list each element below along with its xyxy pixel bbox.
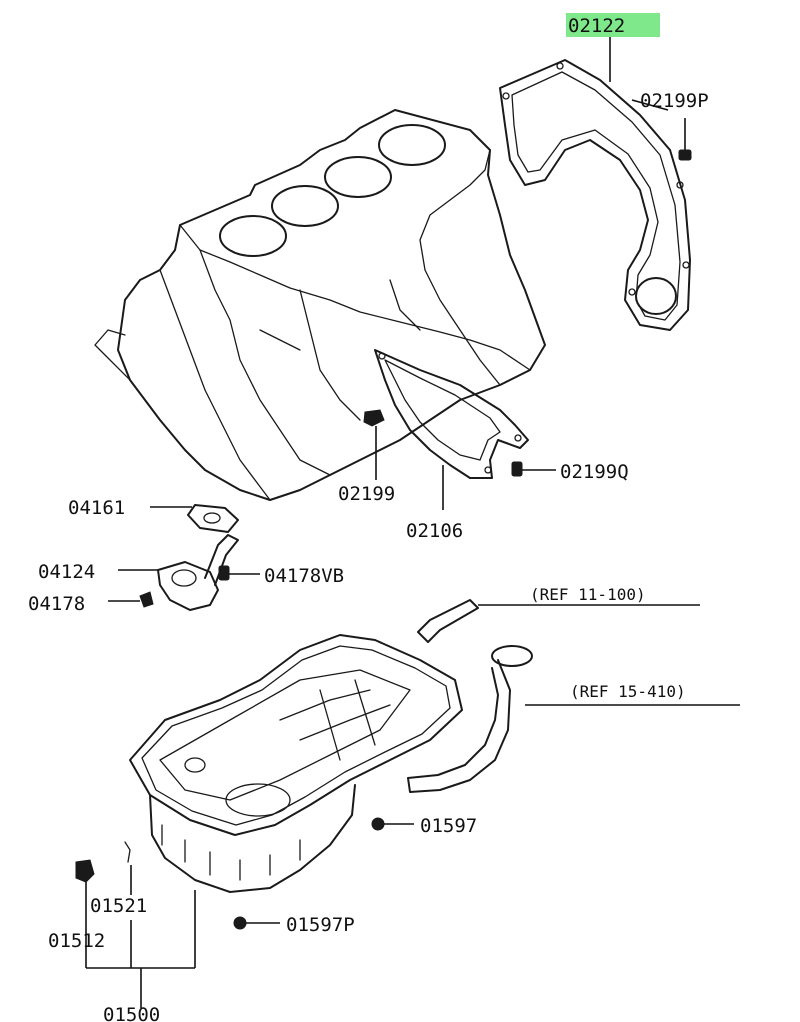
label-04124[interactable]: 04124 [38,561,95,583]
bolt-04178-part [108,591,154,608]
label-01512[interactable]: 01512 [48,930,105,952]
engine-block [94,109,546,501]
cover-02106-part [374,349,529,479]
label-04161[interactable]: 04161 [68,497,125,519]
strainer-part [417,599,700,643]
bolt-01597-part [371,817,414,831]
label-01500[interactable]: 01500 [103,1004,160,1022]
label-04178[interactable]: 04178 [28,593,85,615]
bolt-01597p-part [233,916,280,930]
lead-02199p [631,99,669,111]
rear-plate-gasket [499,59,691,331]
assembly-bracket [86,890,196,1008]
highlight-02122 [566,13,660,37]
bolt-02199-part [363,409,385,480]
drain-gasket-part [124,841,132,968]
oil-pump-gasket-part [150,504,239,533]
label-02122[interactable]: 02122 [568,15,625,37]
label-01597[interactable]: 01597 [420,815,477,837]
label-02199p[interactable]: 02199P [640,90,709,112]
label-02199q[interactable]: 02199Q [560,461,629,483]
drain-plug-part [75,859,95,968]
oil-pump-part [118,534,239,611]
label-02106[interactable]: 02106 [406,520,463,542]
label-01521[interactable]: 01521 [90,895,147,917]
oil-pipe-part [407,645,740,793]
bolt-02199p-part [678,118,692,161]
bolt-04178vb-part [218,565,260,581]
bolt-02199q-part [511,461,556,477]
label-04178vb[interactable]: 04178VB [264,565,344,587]
ref-15-410[interactable]: (REF 15-410) [570,682,686,701]
oil-pan-part [129,634,463,893]
ref-11-100[interactable]: (REF 11-100) [530,585,646,604]
label-01597p[interactable]: 01597P [286,914,355,936]
label-02199[interactable]: 02199 [338,483,395,505]
